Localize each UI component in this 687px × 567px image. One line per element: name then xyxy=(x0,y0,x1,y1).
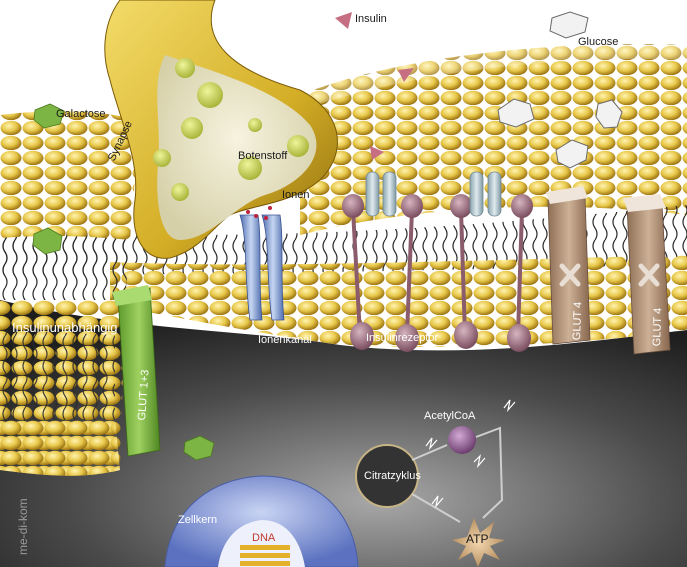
label-zellkern: Zellkern xyxy=(178,514,217,526)
label-citratzyklus: Citratzyklus xyxy=(364,470,421,482)
label-atp: ATP xyxy=(466,532,488,546)
label-acetylcoa: AcetylCoA xyxy=(424,410,475,422)
label-insulinunabhaengig: Insulinunabhängig xyxy=(12,320,118,335)
label-glut4-b: GLUT 4 xyxy=(651,308,664,347)
label-glut4-a: GLUT 4 xyxy=(571,302,584,341)
watermark: me-di-kom xyxy=(16,498,30,555)
label-botenstoff: Botenstoff xyxy=(238,150,287,162)
label-galactose: Galactose xyxy=(56,108,106,120)
label-insulin: Insulin xyxy=(355,13,387,25)
membrane-left-tails xyxy=(0,236,130,300)
label-dna: DNA xyxy=(252,532,275,544)
label-ionen: Ionen xyxy=(282,189,310,201)
label-glucose: Glucose xyxy=(578,36,618,48)
label-ionenkanal: Ionenkanal xyxy=(258,334,312,346)
label-insulinrezeptor: Insulinrezeptor xyxy=(366,332,438,344)
